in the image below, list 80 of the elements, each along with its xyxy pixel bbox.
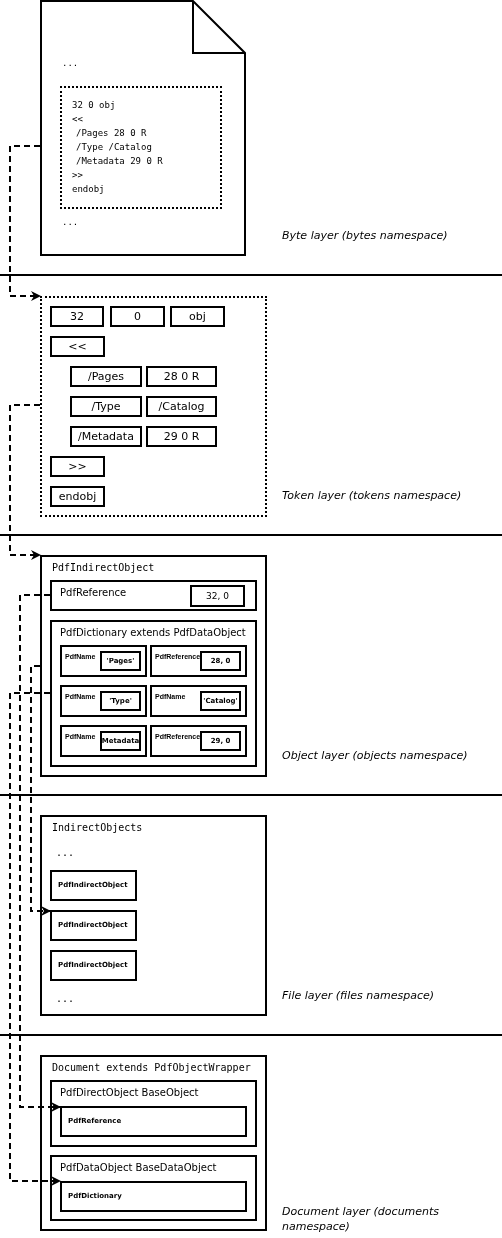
layer-caption: File layer (files namespace): [282, 989, 435, 1004]
token-box: [70, 366, 142, 387]
object-box: [50, 870, 137, 901]
token-box: [50, 306, 104, 327]
value-box: [200, 691, 241, 711]
token-text: /Type: [91, 399, 121, 414]
object-box: [60, 1181, 247, 1212]
object-box: [50, 620, 257, 767]
token-box: [146, 396, 217, 417]
code-line: endobj: [72, 184, 105, 195]
token-box: [50, 486, 105, 507]
entry-box: [60, 685, 147, 717]
token-text: <<: [68, 339, 87, 354]
token-box: [50, 336, 105, 357]
arrow: [30, 665, 51, 916]
object-box: [40, 555, 267, 777]
object-box: [50, 910, 137, 941]
value-box: [190, 585, 245, 607]
object-box: [60, 1106, 247, 1137]
arrow: [19, 594, 61, 1112]
entry-box: [150, 645, 247, 677]
token-text: /Metadata: [78, 429, 134, 444]
code-line: /Metadata 29 0 R: [76, 156, 163, 167]
code-line: 32 0 obj: [72, 100, 116, 111]
token-box: [50, 456, 105, 477]
class-title: PdfReference: [60, 587, 127, 599]
entry-box: [60, 645, 147, 677]
file-shape: [40, 0, 246, 256]
entry-box: [150, 685, 247, 717]
value-box: [100, 731, 141, 751]
class-title: PdfIndirectObject: [52, 562, 155, 574]
class-title: IndirectObjects: [52, 822, 143, 834]
token-text: /Catalog: [158, 399, 205, 414]
layer-caption: Byte layer (bytes namespace): [282, 229, 449, 244]
object-box: [50, 580, 257, 611]
token-text: obj: [189, 309, 206, 324]
code-line: /Pages 28 0 R: [76, 128, 147, 139]
layer-caption: Document layer (documents namespace): [282, 1205, 441, 1235]
value-box: [100, 651, 141, 671]
value-box: [200, 651, 241, 671]
token-text: 29 0 R: [163, 429, 200, 444]
class-title: PdfDataObject BaseDataObject: [60, 1162, 217, 1174]
token-box: [146, 426, 217, 447]
object-box: [50, 1080, 257, 1147]
class-title: PdfDirectObject BaseObject: [60, 1087, 199, 1099]
token-box: [110, 306, 165, 327]
class-title: PdfDictionary extends PdfDataObject: [60, 627, 246, 639]
token-box: [170, 306, 225, 327]
code-line: <<: [72, 114, 83, 125]
object-box: [50, 950, 137, 981]
token-box: [70, 396, 142, 417]
ellipsis-text: ...: [56, 993, 75, 1005]
value-text: 32, 0: [206, 590, 229, 602]
value-box: [200, 731, 241, 751]
entry-box: [60, 725, 147, 757]
token-text: 32: [70, 309, 84, 324]
token-text: >>: [68, 459, 87, 474]
ellipsis-text: ...: [56, 847, 75, 859]
dotted-box: [60, 86, 222, 209]
token-box: [146, 366, 217, 387]
arrow: [9, 692, 61, 1186]
layer-caption: Object layer (objects namespace): [282, 749, 469, 764]
token-text: /Pages: [87, 369, 125, 384]
layer-caption: Token layer (tokens namespace): [282, 489, 463, 504]
ellipsis-text: ...: [62, 217, 79, 228]
token-box: [70, 426, 142, 447]
token-text: endobj: [58, 489, 97, 504]
dotted-box: [40, 296, 267, 517]
value-box: [100, 691, 141, 711]
ellipsis-text: ...: [62, 58, 79, 69]
token-text: 28 0 R: [163, 369, 200, 384]
code-line: >>: [72, 170, 83, 181]
object-box: [40, 1055, 267, 1231]
entry-box: [150, 725, 247, 757]
arrow: [9, 404, 41, 560]
object-box: [50, 1155, 257, 1221]
class-title: Document extends PdfObjectWrapper: [52, 1062, 251, 1074]
object-box: [40, 815, 267, 1016]
token-text: 0: [134, 309, 141, 324]
code-line: /Type /Catalog: [76, 142, 152, 153]
